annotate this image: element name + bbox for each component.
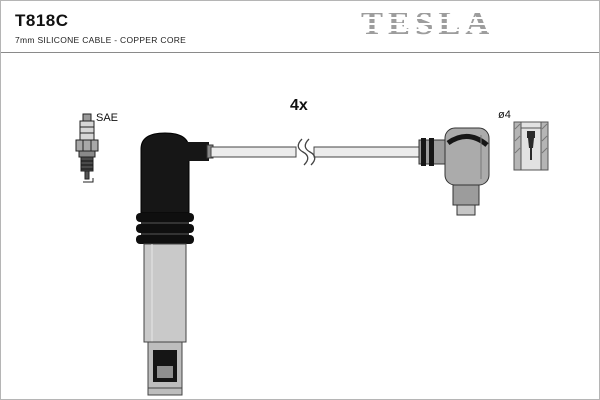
tesla-logo: TESLA (361, 7, 497, 42)
terminal-diameter-label: ø4 (498, 109, 511, 121)
sae-label: SAE (96, 112, 119, 124)
cable-break-mark (297, 138, 309, 166)
elbow-boot-illustration (136, 132, 214, 396)
header-divider (1, 52, 599, 53)
quantity-label: 4x (290, 97, 308, 114)
spark-plug-illustration (75, 113, 99, 183)
cable-spec-subtitle: 7mm SILICONE CABLE - COPPER CORE (15, 35, 187, 45)
connector-boot-illustration (418, 127, 490, 216)
terminal-sleeve-illustration (513, 121, 549, 171)
cable-break-mark (304, 138, 316, 166)
logo-stripes-decoration (361, 7, 497, 42)
part-number: T818C (15, 11, 69, 30)
cable-illustration (210, 138, 422, 166)
